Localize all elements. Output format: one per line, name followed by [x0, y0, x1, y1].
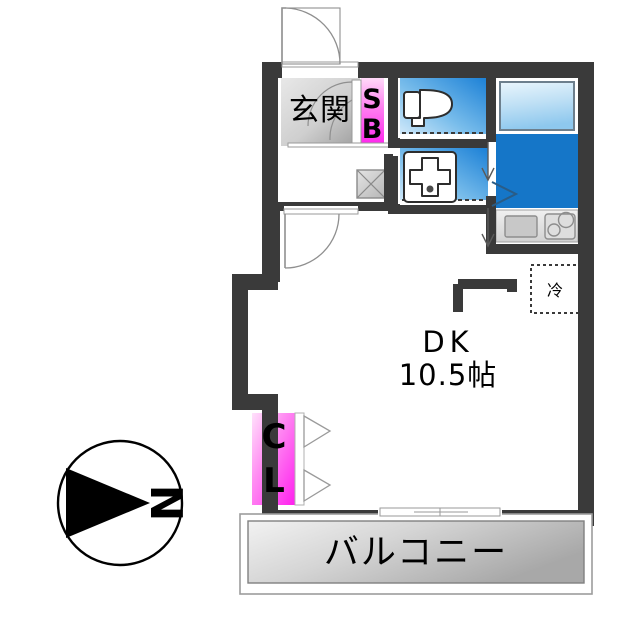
interior-wall-bath-left-lower: [486, 196, 496, 252]
shoe-box-label-line2: B: [362, 114, 383, 145]
closet-folding-door-icon: [303, 468, 332, 503]
balcony-sliding-doors: [378, 506, 502, 518]
interior-wall-fridge-step: [458, 279, 517, 292]
interior-wall-kitchen-bottom: [486, 244, 578, 254]
balcony-label: バルコニー: [324, 533, 508, 573]
genkan-threshold: [281, 146, 393, 154]
closet-label-line1: C: [262, 417, 287, 457]
refrigerator-label: 冷: [547, 281, 563, 300]
hall-door-panel: [283, 208, 359, 215]
kitchen-sink-fixture: [504, 215, 538, 238]
wash-basin-bowl: [409, 157, 451, 197]
wash-basin-fixture: [403, 151, 457, 203]
shoe-box-fill: [361, 78, 384, 146]
interior-floor: [248, 78, 578, 510]
shoe-box-door: [351, 79, 362, 145]
genkan-inner-door-arc: [329, 99, 353, 141]
toilet-door-arrow-icon: [481, 142, 495, 182]
interior-wall-fridge-vertical: [453, 284, 463, 312]
closet-label-line2: L: [263, 461, 285, 501]
interior-wall-washroom-bottom: [398, 204, 488, 214]
entrance-door-frame: [281, 7, 341, 65]
toilet-door-threshold: [400, 134, 486, 139]
toilet-bowl: [411, 89, 453, 127]
closet-folding-door-icon: [303, 414, 332, 449]
entrance-door-swing-arc: [285, 7, 341, 65]
compass-arrow: [66, 468, 150, 538]
entrance-label: 玄関: [289, 93, 351, 128]
stove-burner-icon: [547, 223, 561, 237]
toilet-tank: [403, 91, 421, 119]
bathtub-fixture: [499, 81, 575, 131]
entrance-door-leaf: [281, 7, 286, 64]
wash-basin-drain: [426, 185, 434, 193]
bath-door-arrow-icon: [491, 181, 519, 207]
compass-north-indicator: N: [56, 439, 191, 567]
washroom-door-arrow-icon: [481, 208, 495, 248]
balcony-area: バルコニー: [239, 513, 593, 595]
interior-wall-hall-left: [270, 206, 280, 282]
hall-door: [283, 206, 359, 269]
stove-burner-icon: [557, 211, 575, 229]
unit-bath-floor: [496, 134, 578, 208]
hall-door-swing-arc: [284, 213, 340, 269]
interior-wall-bath-left-upper: [486, 70, 496, 142]
closet-door-panel: [294, 412, 305, 506]
dining-kitchen-area: [248, 78, 578, 510]
entrance-floor-tile: [281, 78, 360, 146]
exterior-wall: [232, 62, 594, 526]
compass-north-label: N: [140, 485, 191, 522]
shoe-box-label-line1: S: [362, 84, 381, 115]
gas-stove-fixture: [544, 213, 576, 240]
balcony-floor: [247, 520, 585, 584]
dining-kitchen-label: DK: [422, 325, 473, 359]
interior-wall-toilet-left: [388, 70, 398, 148]
entrance-door: [281, 7, 359, 78]
dining-kitchen-area-label: 10.5帖: [399, 358, 498, 392]
interior-wall-washer-left: [388, 156, 398, 214]
washing-machine-cross-mark: [356, 169, 386, 199]
wall-structure: [232, 62, 594, 526]
interior-wall-toilet-bottom: [398, 138, 488, 148]
genkan-inner-door-arc: [307, 81, 353, 127]
toilet-fixture: [403, 89, 453, 127]
